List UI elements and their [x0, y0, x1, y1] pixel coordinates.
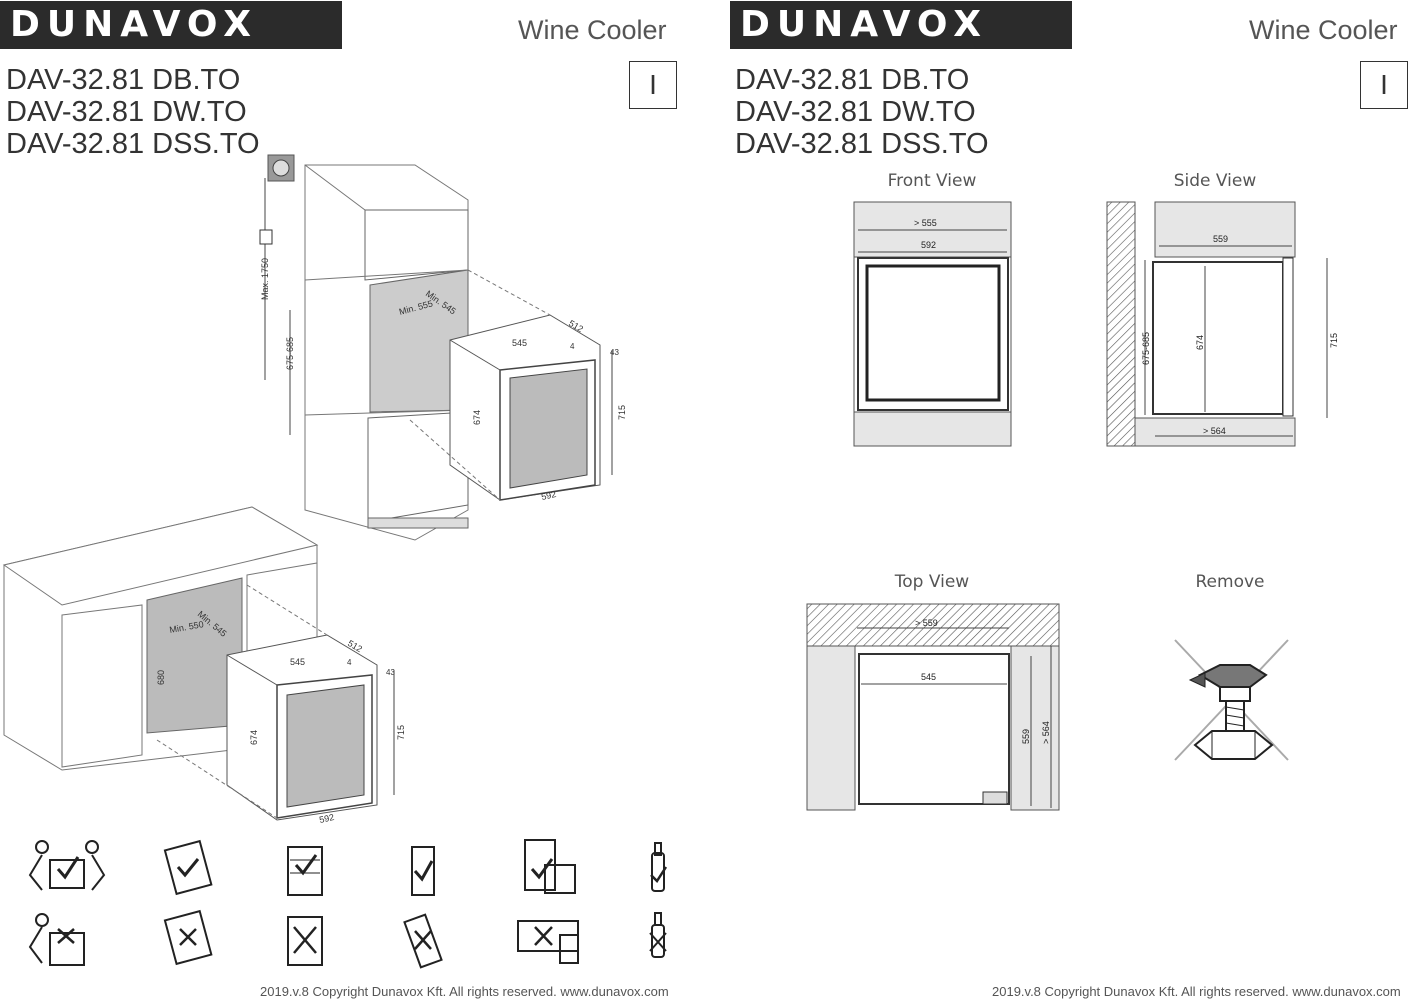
- page-number-box-right: I: [1360, 61, 1408, 109]
- dim-715-under: 715: [396, 725, 406, 740]
- dim-559-side: 559: [1213, 234, 1228, 244]
- remove-transport-bolt-diagram: [1174, 639, 1289, 761]
- front-view-label: Front View: [887, 171, 977, 191]
- foot-nut-icon: [1193, 730, 1274, 760]
- dim-gt564-side: > 564: [1203, 426, 1226, 436]
- wine-storage-forbidden-icon: [287, 916, 323, 966]
- dim-4-under: 4: [347, 658, 352, 667]
- bottle-check-icon: [650, 842, 668, 892]
- model-line-2-right: DAV-32.81 DW.TO: [735, 96, 976, 128]
- dim-674-under: 674: [249, 730, 259, 745]
- product-type-left: Wine Cooler: [518, 15, 667, 45]
- top-view-label: Top View: [894, 572, 970, 592]
- remove-label: Remove: [1195, 572, 1265, 592]
- dim-715: 715: [617, 405, 627, 420]
- front-view-diagram: > 555 592: [853, 201, 1012, 447]
- model-line-1-right: DAV-32.81 DB.TO: [735, 64, 970, 96]
- bolt-head-icon: [1197, 664, 1268, 688]
- dim-545-top: 545: [921, 672, 936, 682]
- dim-675-685-side: 675-685: [1141, 332, 1151, 365]
- dim-715-side: 715: [1329, 333, 1339, 348]
- wine-storage-check-icon: [287, 846, 323, 896]
- dim-674-side: 674: [1195, 335, 1205, 350]
- tall-cabinet-installation-diagram: Max. 1750 675-685 Min. 555 Min. 545 545 …: [259, 154, 627, 541]
- dim-545-under-appliance: 545: [290, 657, 305, 667]
- page-number-box-left: I: [629, 61, 677, 109]
- top-view-diagram: > 559 545 559 > 564: [806, 603, 1060, 811]
- undercounter-forbidden-icon: [517, 920, 579, 964]
- plug-icon: [259, 229, 273, 245]
- dim-674: 674: [472, 410, 482, 425]
- instruction-icons-grid: [28, 839, 668, 969]
- dim-4: 4: [570, 342, 575, 351]
- product-type-right: Wine Cooler: [1249, 15, 1398, 45]
- dim-niche-675-685: 675-685: [285, 337, 295, 370]
- one-person-lift-forbidden-icon: [28, 913, 85, 966]
- footer-right: 2019.v.8 Copyright Dunavox Kft. All righ…: [992, 984, 1401, 999]
- power-socket-icon: [267, 154, 295, 182]
- dim-max-1750: Max. 1750: [260, 258, 270, 300]
- freestanding-check-icon: [411, 846, 435, 896]
- dim-559-top: 559: [1021, 729, 1031, 744]
- bottle-forbidden-icon: [649, 912, 667, 958]
- manual-read-icon: [163, 839, 213, 896]
- dim-680: 680: [156, 670, 166, 685]
- dim-592-front: 592: [921, 240, 936, 250]
- dim-gt564-top: > 564: [1041, 721, 1051, 744]
- builtin-cabinet-check-icon: [524, 839, 576, 894]
- dim-545: 545: [512, 338, 527, 348]
- side-view-label: Side View: [1173, 171, 1257, 191]
- model-line-1-left: DAV-32.81 DB.TO: [6, 64, 241, 96]
- dim-gt559-top: > 559: [915, 618, 938, 628]
- manual-forbidden-icon: [163, 909, 213, 966]
- footer-left: 2019.v.8 Copyright Dunavox Kft. All righ…: [260, 984, 669, 999]
- dim-gt555-front: > 555: [914, 218, 937, 228]
- model-line-3-right: DAV-32.81 DSS.TO: [735, 128, 989, 160]
- dim-592: 592: [540, 489, 557, 502]
- dim-43-under: 43: [386, 668, 395, 677]
- dim-592-under: 592: [318, 812, 335, 825]
- brand-logo-left: DUNAVOX: [0, 1, 342, 49]
- undercounter-installation-diagram: Min. 550 Min. 545 680 545 512 4 43 715 6…: [2, 506, 406, 825]
- side-view-diagram: 559 675-685 674 715 > 564: [1106, 201, 1339, 447]
- freestanding-forbidden-icon: [403, 913, 443, 969]
- dim-43: 43: [610, 348, 619, 357]
- model-line-2-left: DAV-32.81 DW.TO: [6, 96, 247, 128]
- two-person-lift-icon: [28, 840, 106, 891]
- brand-logo-right: DUNAVOX: [730, 1, 1072, 49]
- model-line-3-left: DAV-32.81 DSS.TO: [6, 128, 260, 160]
